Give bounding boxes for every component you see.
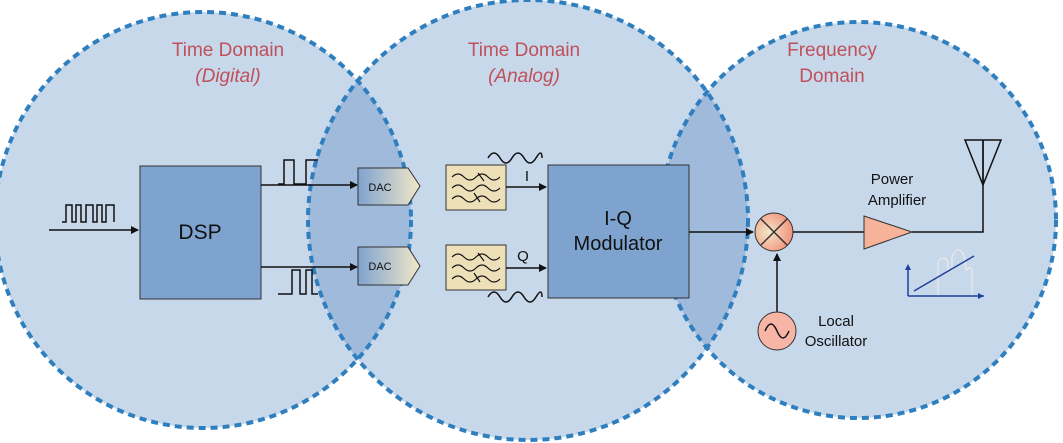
power-amplifier-icon [863, 215, 914, 250]
analog-q-waveform-icon [487, 291, 543, 303]
digital-domain-title: Time Domain [172, 40, 284, 61]
dac-top-block [357, 167, 421, 206]
frequency-domain-title: Frequency [787, 40, 877, 61]
local-oscillator-icon [757, 311, 797, 351]
mixer-icon [754, 212, 794, 252]
iq-modulator-block [547, 164, 690, 299]
dac-bottom-block [357, 246, 421, 286]
time-domain-analog-circle [308, 0, 748, 440]
filter-top-block [445, 164, 507, 211]
i-channel-label: I [525, 168, 529, 185]
local-oscillator-label-line2: Oscillator [805, 333, 868, 350]
frequency-domain-circle [660, 22, 1056, 418]
frequency-domain-subtitle: Domain [799, 66, 864, 87]
digital-q-waveform-icon [278, 269, 318, 295]
dsp-label: DSP [178, 221, 221, 244]
analog-i-waveform-icon [487, 152, 543, 164]
analog-domain-subtitle: (Analog) [488, 66, 560, 87]
q-channel-label: Q [517, 248, 529, 265]
power-amplifier-label-line2: Amplifier [868, 192, 926, 209]
power-amplifier-label-line1: Power [871, 171, 914, 188]
dac-top-label: DAC [368, 182, 391, 194]
local-oscillator-label-line1: Local [818, 313, 854, 330]
iq-modulator-label-line1: I-Q [604, 208, 632, 230]
antenna-icon [963, 139, 1003, 188]
input-pulse-train-icon [62, 204, 115, 223]
dac-bottom-label: DAC [368, 261, 391, 273]
iq-modulator-label-line2: Modulator [574, 233, 663, 255]
digital-domain-subtitle: (Digital) [195, 66, 260, 87]
spectrum-plot-icon [905, 248, 984, 299]
dsp-block [139, 165, 262, 300]
digital-i-waveform-icon [278, 159, 318, 185]
analog-domain-title: Time Domain [468, 40, 580, 61]
filter-bottom-block [445, 244, 507, 291]
